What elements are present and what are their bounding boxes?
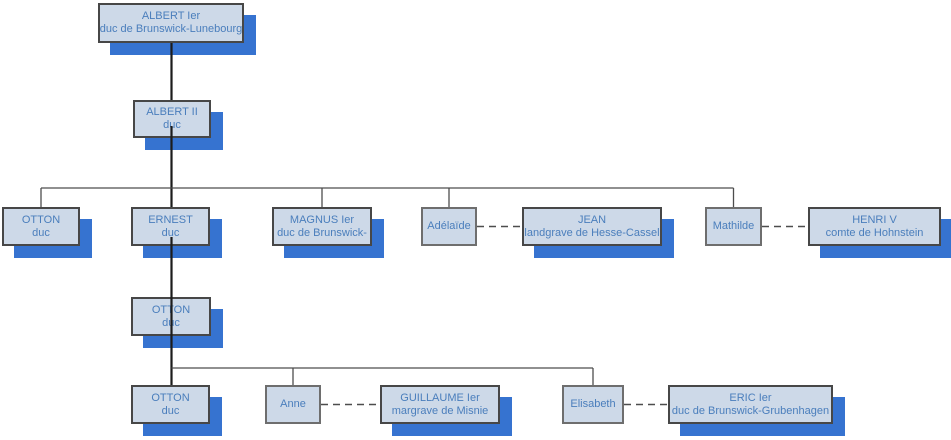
person-title: landgrave de Hesse-Cassel — [524, 226, 660, 239]
node-otton-gen4[interactable]: OTTON duc — [131, 297, 211, 336]
node-henri-v[interactable]: HENRI V comte de Hohnstein — [808, 207, 941, 246]
person-name: OTTON — [151, 391, 190, 404]
node-adelaide[interactable]: Adélaïde — [421, 207, 477, 246]
person-title: duc — [163, 119, 181, 131]
person-name: Mathilde — [712, 220, 755, 232]
person-name: ALBERT Ier — [141, 10, 201, 22]
person-name: OTTON — [21, 213, 61, 226]
node-ernest[interactable]: ERNEST duc — [131, 207, 210, 246]
person-name: JEAN — [577, 213, 607, 226]
node-albert-2[interactable]: ALBERT II duc — [133, 100, 211, 138]
node-albert-1[interactable]: ALBERT Ier duc de Brunswick-Lunebourg — [98, 3, 244, 43]
node-guillaume[interactable]: GUILLAUME Ier margrave de Misnie — [380, 385, 500, 424]
person-title: duc de Brunswick- — [277, 226, 367, 239]
person-title: comte de Hohnstein — [825, 226, 924, 239]
person-title: duc — [162, 316, 180, 329]
person-name: GUILLAUME Ier — [400, 391, 480, 404]
person-title: duc de Brunswick-Lunebourg — [99, 23, 243, 35]
person-name: OTTON — [151, 303, 191, 316]
node-mathilde[interactable]: Mathilde — [705, 207, 762, 246]
person-title: duc — [161, 226, 180, 239]
person-name: HENRI V — [852, 213, 897, 226]
person-name: Anne — [280, 398, 306, 410]
person-title: duc — [161, 404, 180, 417]
person-name: Adélaïde — [427, 220, 471, 232]
person-title: duc — [32, 226, 50, 239]
marriage-edges — [321, 225, 808, 406]
person-name: ERIC Ier — [729, 391, 772, 404]
node-jean[interactable]: JEAN landgrave de Hesse-Cassel — [522, 207, 662, 246]
person-title: margrave de Misnie — [391, 404, 489, 417]
person-name: ALBERT II — [146, 106, 198, 118]
node-anne[interactable]: Anne — [265, 385, 321, 424]
node-eric[interactable]: ERIC Ier duc de Brunswick-Grubenhagen — [668, 385, 833, 424]
node-otton-gen3[interactable]: OTTON duc — [2, 207, 80, 246]
person-name: Elisabeth — [570, 398, 616, 410]
person-name: MAGNUS Ier — [289, 213, 355, 226]
node-magnus[interactable]: MAGNUS Ier duc de Brunswick- — [272, 207, 372, 246]
person-name: ERNEST — [148, 213, 193, 226]
node-otton-gen5[interactable]: OTTON duc — [131, 385, 210, 424]
node-elisabeth[interactable]: Elisabeth — [562, 385, 624, 424]
person-title: duc de Brunswick-Grubenhagen — [671, 404, 830, 417]
